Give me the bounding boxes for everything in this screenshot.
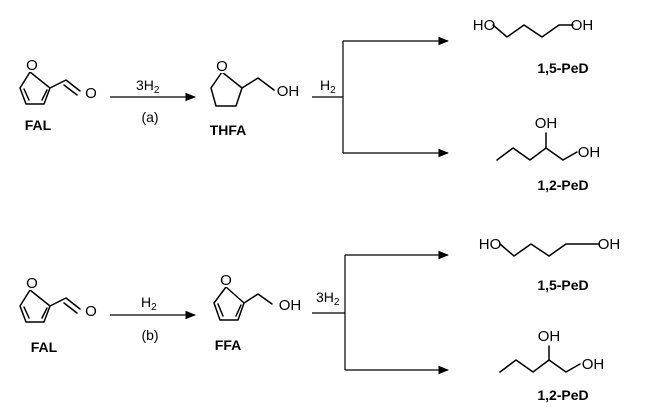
fal-label-bottom: FAL [31,339,58,355]
step-b-label: (b) [141,327,158,343]
ffa-structure: O OH FFA [213,272,302,353]
reagent-split-bottom: 3H2 [316,289,340,308]
fal-aldehyde-oxygen: O [85,85,97,102]
reagent-a: 3H2 [136,77,160,96]
ffa-hydroxyl: OH [279,297,302,314]
thfa-label: THFA [210,122,247,138]
12ped-oh-right-top: OH [578,144,601,161]
15ped-structure-top: HO OH 1,5-PeD [473,17,594,76]
reagent-split-top: H2 [320,77,336,96]
thfa-hydroxyl: OH [277,83,300,100]
15ped-oh-top: OH [571,17,594,34]
15ped-oh-bottom: OH [598,236,621,253]
bottom-reaction: O O FAL H2 (b) O OH FFA 3H2 HO OH [19,236,621,403]
fal-structure-bottom: O O FAL [19,275,97,355]
reagent-b: H2 [141,294,157,313]
12ped-oh-top-bottom: OH [538,328,561,345]
15ped-structure-bottom: HO OH 1,5-PeD [479,236,621,293]
thfa-ring-oxygen: O [216,58,228,75]
12ped-oh-top-top: OH [535,115,558,132]
fal-aldehyde-oxygen-bottom: O [85,303,97,320]
step-a-label: (a) [141,109,158,125]
15ped-label-top: 1,5-PeD [537,60,588,76]
ffa-label: FFA [215,337,241,353]
ffa-ring-oxygen: O [220,272,232,289]
12ped-oh-right-bottom: OH [582,356,605,373]
15ped-ho-top: HO [473,17,496,34]
12ped-label-top: 1,2-PeD [537,177,588,193]
fal-ring-oxygen-bottom: O [26,275,38,292]
fal-label-top: FAL [25,117,52,133]
12ped-structure-top: OH OH 1,2-PeD [496,115,601,193]
top-reaction: O O FAL 3H2 (a) O OH THFA H2 HO OH 1,5-P… [19,17,601,193]
12ped-label-bottom: 1,2-PeD [537,387,588,403]
thfa-structure: O OH THFA [210,58,300,138]
fal-structure-top: O O FAL [19,57,97,133]
fal-ring-oxygen: O [26,57,38,74]
15ped-ho-bottom: HO [479,236,502,253]
12ped-structure-bottom: OH OH 1,2-PeD [499,328,605,403]
15ped-label-bottom: 1,5-PeD [537,277,588,293]
